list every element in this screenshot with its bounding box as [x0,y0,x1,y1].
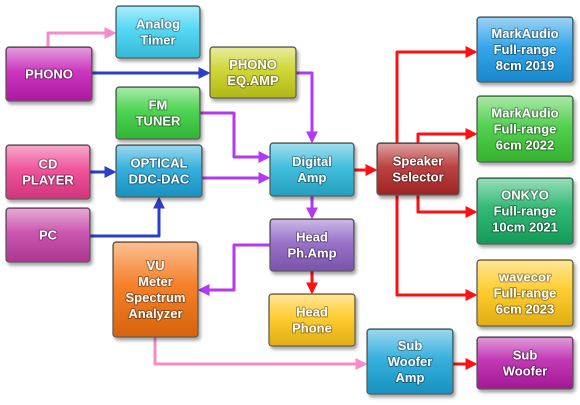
connector-head-ph-amp-to-vu-meter [197,243,270,296]
block-gloss [271,144,353,195]
connector-speaker-selector-to-wavecor-6cm [395,195,478,301]
block-layer: PHONOAnalogTimerPHONOEQ.AMPFMTUNERCDPLAY… [5,5,574,395]
block-gloss [117,146,201,196]
block-label: Full-range [494,203,557,218]
block-label: Head [296,229,328,244]
block-gloss [7,146,89,198]
block-label: Timer [140,32,175,47]
block-gloss [114,243,197,336]
block-label: 6cm 2022 [496,137,555,152]
block-label: Full-range [494,121,557,136]
block-label: Spectrum [126,290,186,305]
block-gloss [478,179,572,243]
block-label: Sub [513,347,538,362]
block-gloss [368,330,452,393]
block-label: Ph.Amp [287,245,336,260]
block-gloss [478,338,572,388]
block-gloss [211,48,295,97]
connector-speaker-selector-to-onkyo-10cm [416,195,478,218]
block-label: ONKYO [501,187,549,202]
block-gloss [478,97,572,161]
connector-layer [46,27,478,370]
block-label: Digital [292,154,332,169]
block-label: Amp [298,170,327,185]
connector-fm-tuner-to-digital-amp [200,111,271,163]
block-phono: PHONO [5,46,93,102]
block-label: PHONO [229,57,277,72]
block-label: PHONO [25,66,73,81]
block-label: PLAYER [22,172,74,187]
block-label: 8cm 2019 [496,58,555,73]
block-pc: PC [5,207,91,263]
block-gloss [271,220,353,270]
block-gloss [7,48,91,100]
block-label: MarkAudio [491,105,558,120]
block-label: DDC-DAC [129,171,190,186]
block-label: FM [149,97,168,112]
block-label: Full-range [494,42,557,57]
block-label: MarkAudio [491,26,558,41]
block-label: Analog [136,16,180,31]
block-label: Sub [398,338,423,353]
block-label: Analyzer [128,306,182,321]
connector-phono-to-analog-timer [46,27,117,47]
block-label: Speaker [393,153,444,168]
connector-vu-meter-to-sub-woofer-amp [153,337,368,370]
connector-pc-to-optical-ddc-dac [90,196,165,238]
connector-phono-eq-amp-to-digital-amp [296,71,318,144]
block-label: wavecor [498,269,551,284]
block-label: VU [146,258,164,273]
block-gloss [478,18,572,81]
block-label: 6cm 2023 [496,301,555,316]
block-label: Full-range [494,285,557,300]
block-gloss [378,144,458,194]
block-label: OPTICAL [130,155,187,170]
block-label: PC [39,227,58,242]
block-gloss [117,88,199,138]
block-label: TUNER [136,113,181,128]
block-label: CD [39,156,58,171]
block-gloss [117,7,199,57]
connector-speaker-selector-to-markaudio-8cm [395,46,478,143]
block-label: Head [296,304,328,319]
block-label: Amp [396,370,425,385]
block-gloss [270,295,354,345]
block-label: Woofer [388,354,433,369]
block-label: EQ.AMP [227,73,279,88]
block-gloss [478,261,572,325]
connector-speaker-selector-to-markaudio-6cm [416,128,478,143]
block-label: Woofer [503,363,548,378]
block-gloss [7,209,89,261]
block-label: Phone [292,320,332,335]
block-label: Selector [392,169,443,184]
block-label: Meter [138,274,173,289]
block-label: 10cm 2021 [492,219,558,234]
